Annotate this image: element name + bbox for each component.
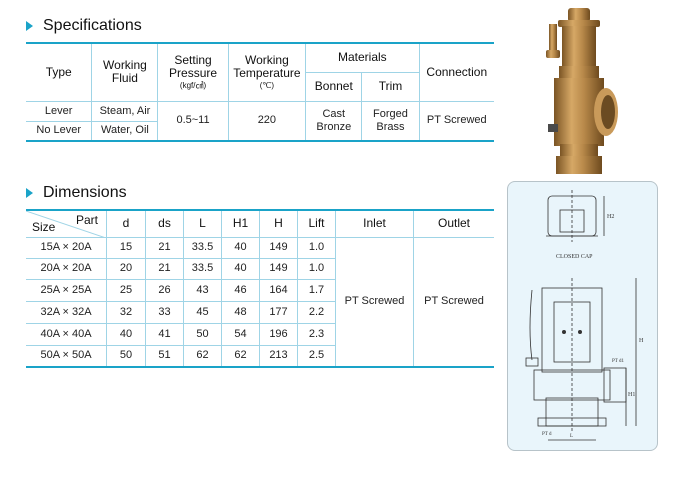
spec-header-setting-pressure: Setting Pressure (kgf/㎠): [157, 43, 229, 102]
pt-d1-label: PT d1: [612, 359, 624, 364]
table-row: 15A × 20A 15 21 33.5 40 149 1.0 PT Screw…: [26, 237, 494, 368]
dim-cell-h1: 46: [221, 279, 260, 301]
dim-cell-d: 40: [106, 323, 146, 345]
spec-cell-fluid: Water, Oil: [91, 121, 158, 141]
h1-label: H1: [628, 392, 635, 398]
dim-cell-d: 32: [106, 301, 146, 323]
specifications-table: Type Working Fluid Setting Pressure (kgf…: [26, 42, 494, 142]
dim-header-size-part: Part Size: [26, 210, 107, 238]
dim-cell-h1: 48: [221, 301, 260, 323]
dim-header-h1: H1: [221, 210, 260, 237]
dim-cell-ds: 41: [145, 323, 184, 345]
l-label: L: [570, 434, 573, 439]
dim-cell-size: 32A × 32A: [40, 305, 92, 318]
valve-photo: [546, 8, 618, 174]
dim-cell-h: 149: [259, 237, 298, 258]
spec-cell-type: Lever: [44, 104, 73, 117]
dim-header-size: Size: [32, 219, 56, 234]
spec-cell-setting-pressure: 0.5~11: [157, 101, 229, 142]
dim-header-l: L: [183, 210, 222, 237]
dim-header-d: d: [106, 210, 146, 237]
dim-cell-h1: 40: [221, 258, 260, 279]
dim-cell-lift: 2.5: [297, 345, 336, 367]
dim-header-lift: Lift: [297, 210, 336, 237]
dim-cell-h: 149: [259, 258, 298, 279]
dimensions-title-text: Dimensions: [43, 184, 127, 201]
spec-cell-fluid: Steam, Air: [91, 101, 158, 121]
dim-cell-ds: 33: [145, 301, 184, 323]
pt-d-label: PT d: [542, 432, 552, 437]
dim-cell-l: 33.5: [183, 258, 222, 279]
dim-cell-size: 20A × 20A: [40, 262, 92, 274]
specifications-title: Specifications: [26, 17, 142, 35]
dim-cell-h: 213: [259, 345, 298, 367]
dim-header-h: H: [259, 210, 298, 237]
spec-cell-trim: Forged Brass: [361, 101, 420, 142]
spec-cell-connection: PT Screwed: [418, 101, 494, 142]
dim-cell-d: 15: [106, 237, 146, 258]
dim-cell-h: 177: [259, 301, 298, 323]
dim-cell-size: 25A × 25A: [40, 283, 92, 296]
dim-cell-inlet: PT Screwed: [335, 237, 414, 368]
dim-header-ds: ds: [145, 210, 184, 237]
dim-cell-lift: 1.0: [297, 258, 336, 279]
dim-cell-ds: 51: [145, 345, 184, 367]
dim-cell-d: 25: [106, 279, 146, 301]
dim-header-outlet: Outlet: [413, 210, 494, 237]
triangle-bullet-icon: [26, 188, 33, 198]
dim-cell-lift: 1.0: [297, 237, 336, 258]
dim-cell-size: 50A × 50A: [40, 349, 92, 362]
table-row: 20A × 20A 20 21 33.5 40 149 1.0: [26, 258, 494, 279]
dim-cell-h1: 54: [221, 323, 260, 345]
dim-cell-d: 50: [106, 345, 146, 367]
dim-header-part: Part: [75, 213, 98, 227]
spec-header-bonnet: Bonnet: [305, 72, 362, 102]
dim-cell-lift: 2.2: [297, 301, 336, 323]
dim-cell-h: 164: [259, 279, 298, 301]
dim-cell-l: 50: [183, 323, 222, 345]
spec-header-materials: Materials: [305, 43, 420, 73]
dim-cell-lift: 2.3: [297, 323, 336, 345]
specifications-title-text: Specifications: [43, 17, 142, 34]
dim-header-inlet: Inlet: [335, 210, 414, 237]
dim-cell-l: 62: [183, 345, 222, 367]
dimensions-table: Part Size d ds L H1 H Lift Inlet Outlet …: [26, 209, 494, 368]
spec-cell-type: No Lever: [36, 124, 82, 137]
table-row: 25A × 25A 25 26 43 46 164 1.7: [26, 279, 494, 301]
closed-cap-label: CLOSED CAP: [556, 254, 593, 260]
dim-cell-h1: 40: [221, 237, 260, 258]
triangle-bullet-icon: [26, 21, 33, 31]
dim-cell-size: 15A × 20A: [40, 241, 92, 253]
spec-cell-working-temperature: 220: [227, 101, 306, 142]
dim-cell-size: 40A × 40A: [40, 327, 92, 340]
h2-label: H2: [607, 214, 614, 220]
h-label: H: [639, 338, 644, 344]
spec-header-type: Type: [26, 43, 92, 102]
dim-cell-ds: 21: [145, 258, 184, 279]
spec-header-working-fluid: Working Fluid: [91, 43, 158, 102]
cross-section-drawing: CLOSED CAP H2 H H1 PT d1 PT d L: [507, 181, 658, 451]
dimensions-title: Dimensions: [26, 184, 127, 202]
dim-cell-h: 196: [259, 323, 298, 345]
table-row: 40A × 40A 40 41 50 54 196 2.3: [26, 323, 494, 345]
valve-drawing-svg: CLOSED CAP H2 H H1 PT d1 PT d L: [525, 190, 644, 441]
table-row: 32A × 32A 32 33 45 48 177 2.2: [26, 301, 494, 323]
dim-cell-lift: 1.7: [297, 279, 336, 301]
dim-cell-ds: 26: [145, 279, 184, 301]
table-row: 50A × 50A 50 51 62 62 213 2.5: [26, 345, 494, 367]
dim-cell-outlet: PT Screwed: [413, 237, 494, 368]
spec-header-trim: Trim: [361, 72, 420, 102]
spec-header-working-temperature: Working Temperature (℃): [227, 43, 306, 102]
dim-cell-h1: 62: [221, 345, 260, 367]
dim-cell-d: 20: [106, 258, 146, 279]
dim-cell-ds: 21: [145, 237, 184, 258]
diagonal-divider: [26, 211, 106, 238]
spec-header-connection: Connection: [418, 43, 494, 102]
dim-cell-l: 43: [183, 279, 222, 301]
spec-cell-bonnet: Cast Bronze: [305, 101, 362, 142]
dim-cell-l: 33.5: [183, 237, 222, 258]
dim-cell-l: 45: [183, 301, 222, 323]
